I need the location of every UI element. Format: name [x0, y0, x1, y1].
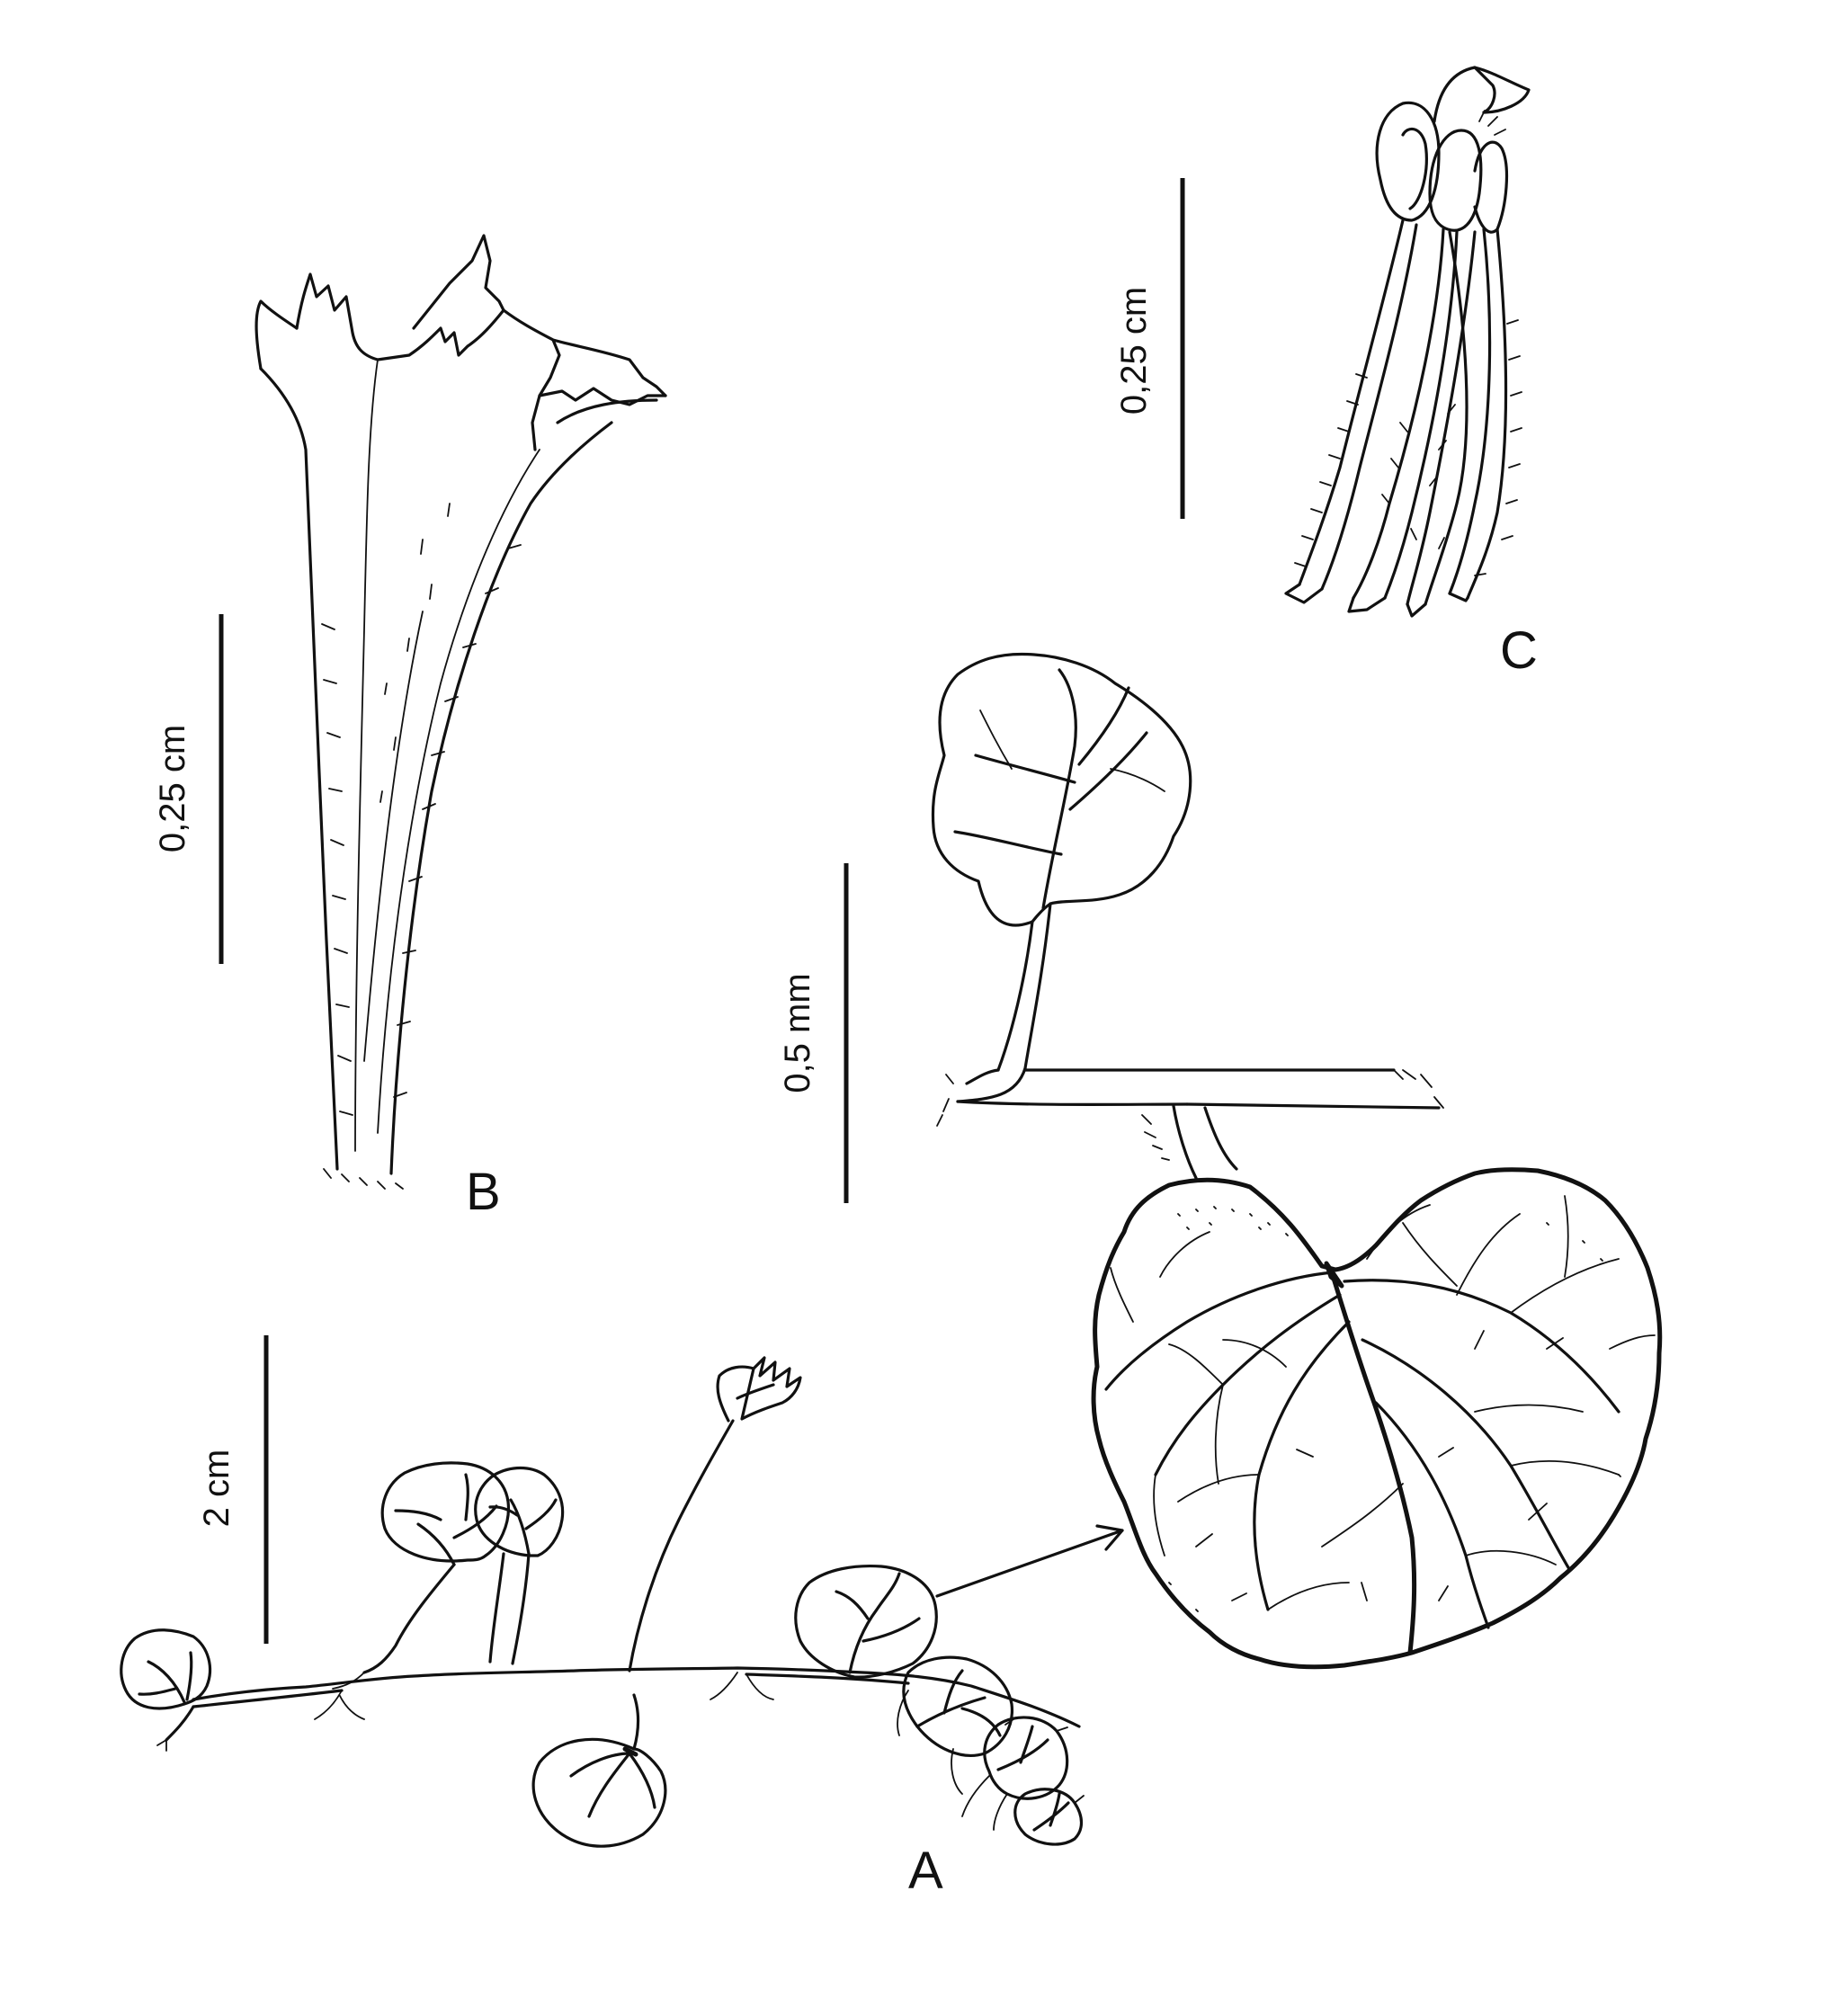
panel-c-scale-text: 0,25 cm	[1114, 287, 1154, 415]
panel-b-label: B	[466, 1163, 501, 1221]
panel-a-scale-bar: 2 cm	[197, 1335, 269, 1644]
panel-c-scale-bar: 0,25 cm	[1114, 178, 1185, 519]
panel-b-scale-text: 0,25 cm	[153, 725, 192, 852]
panel-c-stamens	[1284, 66, 1531, 618]
panel-a-scale-text: 2 cm	[197, 1450, 237, 1528]
detail-arrow	[935, 1524, 1124, 1598]
panel-a-habit	[120, 1356, 1085, 1848]
panel-b-corolla	[254, 234, 667, 1190]
leaf-detail-scale-text: 0,5 mm	[778, 973, 817, 1093]
leaf-detail-scale-bar: 0,5 mm	[778, 863, 849, 1203]
panel-c-label: C	[1500, 621, 1538, 680]
leaf-detail	[931, 652, 1663, 1670]
panel-b-scale-bar: 0,25 cm	[153, 614, 224, 964]
panel-a-label: A	[908, 1842, 943, 1900]
